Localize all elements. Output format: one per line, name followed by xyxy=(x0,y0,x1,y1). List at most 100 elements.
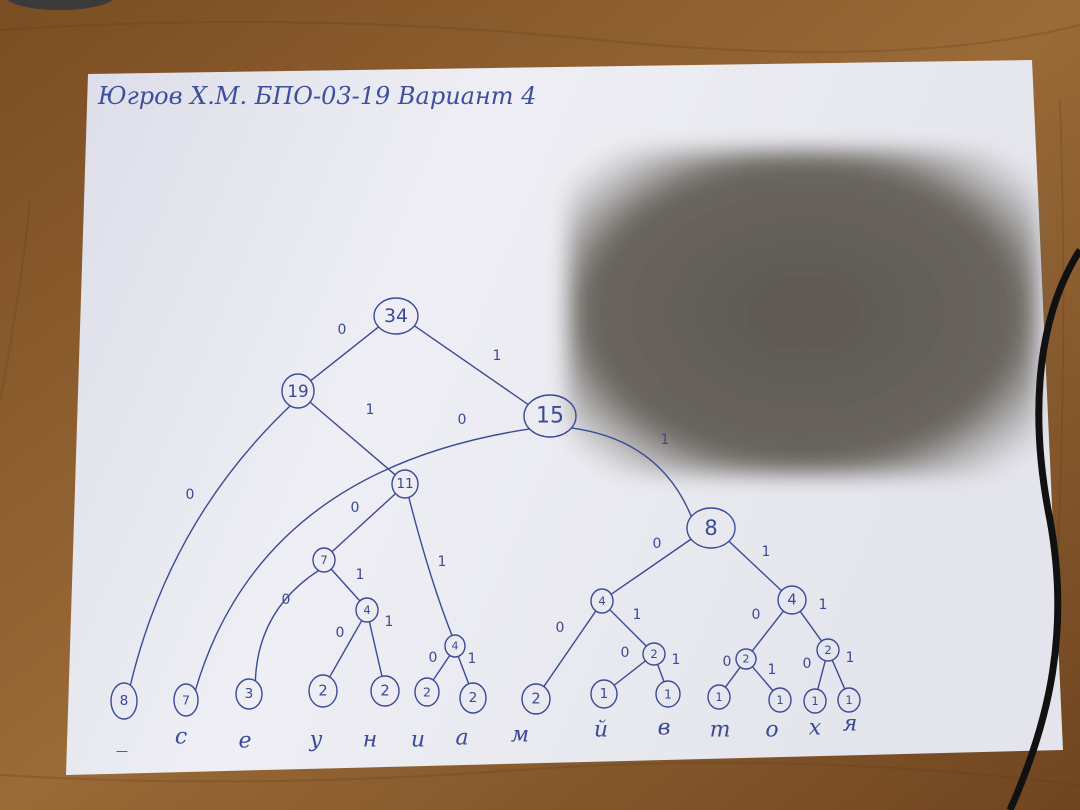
tree-node-circle xyxy=(523,394,577,438)
edge-bit-label: 0 xyxy=(621,645,630,661)
tree-node-circle xyxy=(355,597,379,623)
tree-edge-n4a-L5 xyxy=(368,621,383,677)
tree-node-circle xyxy=(642,642,666,666)
edge-bit-label: 1 xyxy=(762,544,771,560)
tree-edges xyxy=(129,325,846,692)
edge-bit-label: 0 xyxy=(429,650,438,666)
leaf-letter: _ xyxy=(117,728,128,753)
tree-edge-n11-n4b xyxy=(408,497,453,636)
edge-bit-label: 1 xyxy=(846,650,855,666)
tree-node-weight: 4 xyxy=(598,594,605,608)
tree-leaf-weight: 1 xyxy=(715,690,722,704)
tree-leaf-circle xyxy=(803,688,827,714)
tree-leaf-weight: 1 xyxy=(776,693,783,707)
tree-leaf-circle xyxy=(110,682,138,720)
tree-leaf-weight: 2 xyxy=(318,683,327,700)
tree-edge-root-n15 xyxy=(414,325,529,406)
leaf-letter: т xyxy=(710,718,731,743)
leaf-letter: у xyxy=(309,728,323,753)
tree-node-circle xyxy=(312,547,336,573)
edge-bit-label: 0 xyxy=(653,536,662,552)
edge-bit-label: 1 xyxy=(768,662,777,678)
tree-node-weight: 2 xyxy=(650,647,657,661)
leaf-letter: я xyxy=(843,712,858,737)
edge-bit-label: 1 xyxy=(819,597,828,613)
edge-bit-label: 0 xyxy=(458,412,467,428)
tree-leaf-weight: 1 xyxy=(811,694,818,708)
tree-edge-n4a-L4 xyxy=(329,620,363,678)
tree-edge-n2a-L10 xyxy=(656,664,665,682)
edge-bit-label: 0 xyxy=(803,656,812,672)
leaf-letter: а xyxy=(455,726,468,751)
leaf-letter: н xyxy=(363,728,378,753)
tree-leaf-weight: 7 xyxy=(182,693,190,708)
tree-edge-n4b-L7 xyxy=(457,656,470,685)
tree-leaf-circle xyxy=(655,680,681,708)
tree-edge-n8-n4d xyxy=(728,540,783,592)
dark-object xyxy=(7,0,113,10)
edge-bit-label: 0 xyxy=(752,607,761,623)
tree-edge-n7-n4a xyxy=(330,568,361,602)
leaf-letter: в xyxy=(658,716,671,741)
tree-leaf-circle xyxy=(235,678,263,710)
tree-node-circle xyxy=(735,648,757,670)
leaf-letter: и xyxy=(411,728,425,753)
tree-leaf-circle xyxy=(173,683,199,717)
header-text: Югров Х.М. БПО-03-19 Вариант 4 xyxy=(97,82,536,110)
tree-node-weight: 4 xyxy=(452,640,459,653)
tree-node-weight: 7 xyxy=(320,553,327,567)
tree-edge-n2b-L12 xyxy=(751,666,774,692)
edge-bit-label: 0 xyxy=(186,487,195,503)
tree-leaf-circle xyxy=(414,677,440,707)
tree-node-circle xyxy=(444,634,466,658)
tree-edge-n2c-L14 xyxy=(831,659,846,690)
tree-node-circle xyxy=(816,638,840,662)
tree-node-weight: 15 xyxy=(536,404,564,429)
tree-edge-n4b-L6 xyxy=(432,655,451,681)
tree-node-weight: 4 xyxy=(787,592,796,609)
tree-edge-n4c-n2a xyxy=(609,609,647,647)
edge-bit-label: 1 xyxy=(468,651,477,667)
leaf-letter: с xyxy=(175,725,187,750)
tree-edge-n2c-L13 xyxy=(817,660,826,690)
tree-node-circle xyxy=(590,588,614,614)
tree-leaf-weight: 3 xyxy=(245,686,254,702)
tree-leaf-circle xyxy=(370,675,400,707)
tree-leaf-weight: 1 xyxy=(600,686,609,702)
edge-bit-label: 1 xyxy=(366,402,375,418)
leaf-letter: м xyxy=(511,723,529,748)
tree-leaf-weight: 2 xyxy=(469,690,478,706)
tree-edge-n2a-L9 xyxy=(613,660,646,686)
leaf-letter: й xyxy=(594,718,608,743)
tree-edge-n19-n11 xyxy=(309,401,396,476)
tree-edge-n4d-n2c xyxy=(799,610,823,642)
tree-edge-n19-L1 xyxy=(129,405,291,686)
edge-bit-label: 1 xyxy=(672,652,681,668)
tree-leaf-circle xyxy=(768,687,792,713)
tree-node-weight: 19 xyxy=(287,381,308,401)
edge-bit-label: 1 xyxy=(493,348,502,364)
leaf-letter: х xyxy=(809,716,822,741)
tree-edge-n4c-L8 xyxy=(543,610,597,687)
tree-leaf-circle xyxy=(707,684,731,710)
tree-node-circle xyxy=(281,373,315,409)
cable xyxy=(1006,248,1080,810)
tree-edge-n8-n4c xyxy=(610,538,692,595)
tree-leaf-weight: 2 xyxy=(531,691,540,708)
hand-shadow xyxy=(568,150,1038,475)
tree-leaf-circle xyxy=(521,683,551,715)
tree-edge-n7-L3 xyxy=(254,569,320,681)
tree-node-weight: 2 xyxy=(824,643,831,657)
tree-node-weight: 34 xyxy=(384,305,408,327)
edge-bit-label: 1 xyxy=(633,607,642,623)
tree-edge-n2b-L11 xyxy=(724,666,741,688)
tree-node-weight: 2 xyxy=(743,653,750,666)
tree-leaf-weight: 1 xyxy=(845,693,852,707)
tree-node-weight: 4 xyxy=(363,603,370,617)
tree-node-weight: 8 xyxy=(704,516,717,540)
tree-node-circle xyxy=(686,507,736,549)
tree-leaf-weight: 8 xyxy=(120,693,129,709)
edge-bit-label: 0 xyxy=(723,654,732,670)
